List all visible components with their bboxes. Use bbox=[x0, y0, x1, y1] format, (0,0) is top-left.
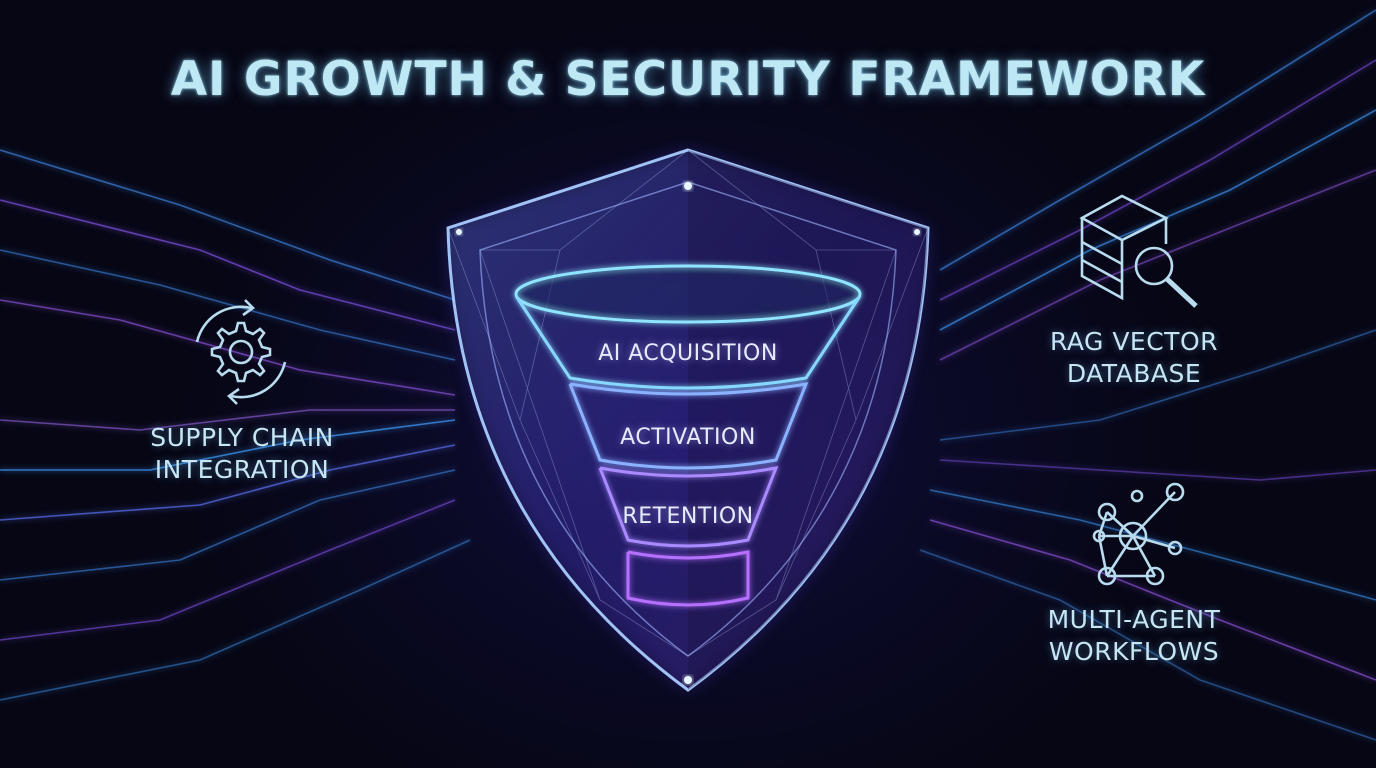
supply-chain-label-line1: SUPPLY CHAIN bbox=[150, 423, 334, 452]
multi-agent-label-line2: WORKFLOWS bbox=[1048, 637, 1220, 666]
funnel-base bbox=[626, 550, 750, 607]
supply-chain-label: SUPPLY CHAIN INTEGRATION bbox=[122, 422, 362, 486]
supply-chain-label-line2: INTEGRATION bbox=[154, 455, 330, 484]
shield-icon bbox=[446, 148, 930, 692]
gear-sync-icon bbox=[195, 299, 287, 405]
rag-database-label-line2: DATABASE bbox=[1066, 359, 1202, 388]
funnel-stage-3 bbox=[598, 466, 779, 548]
funnel-diagram bbox=[514, 264, 862, 607]
page-title: AI GROWTH & SECURITY FRAMEWORK bbox=[170, 52, 1206, 107]
funnel-stage-1 bbox=[514, 295, 862, 390]
funnel-top-rim bbox=[514, 264, 862, 324]
database-search-icon bbox=[1079, 194, 1198, 308]
funnel-stage-2 bbox=[568, 382, 809, 470]
circuit-lines-left bbox=[0, 149, 471, 701]
funnel-stage-activation-label: ACTIVATION bbox=[620, 425, 756, 450]
funnel-stage-retention-label: RETENTION bbox=[622, 504, 754, 529]
network-nodes-icon bbox=[1092, 482, 1185, 586]
multi-agent-label-line1: MULTI-AGENT bbox=[1047, 605, 1221, 634]
funnel-stage-acquisition-label: AI ACQUISITION bbox=[598, 341, 778, 366]
multi-agent-label: MULTI-AGENT WORKFLOWS bbox=[1024, 604, 1244, 668]
rag-database-label-line1: RAG VECTOR bbox=[1049, 327, 1218, 356]
rag-database-label: RAG VECTOR DATABASE bbox=[1024, 326, 1244, 390]
